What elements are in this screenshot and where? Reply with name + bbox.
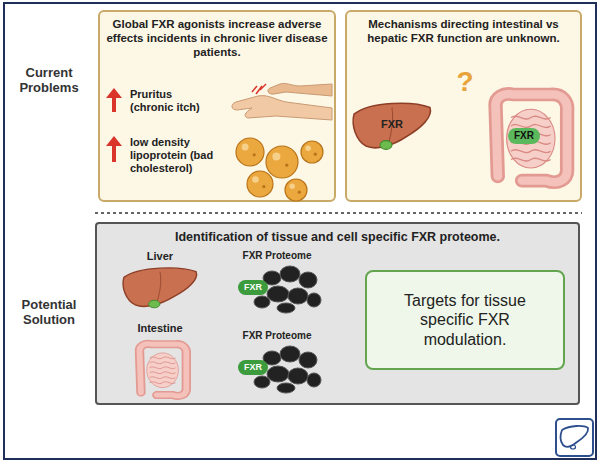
node-heading: Liver — [110, 250, 210, 263]
node-heading: Global FXR agonists increase adverse eff… — [106, 18, 328, 59]
proteome-cluster: FXR ProteomeFXR — [232, 330, 322, 392]
divider-line — [95, 212, 582, 214]
intestine-organ: Intestine — [110, 322, 210, 400]
logo-icon — [556, 419, 593, 456]
outer-frame — [4, 3, 596, 459]
node-heading: Identification of tissue and cell specif… — [97, 230, 578, 245]
target-box: Targets for tissue specific FXR modulati… — [365, 270, 565, 370]
intestine-organ: FXR — [478, 82, 575, 192]
node-text: low density lipoprotein (bad cholesterol… — [130, 136, 228, 176]
node-text: FXR — [238, 360, 268, 375]
liver-organ: Liver — [110, 250, 210, 310]
node-heading: FXR Proteome — [232, 250, 322, 262]
node-heading: FXR — [381, 118, 403, 131]
node-heading: Intestine — [110, 322, 210, 335]
problem-box: Global FXR agonists increase adverse eff… — [98, 10, 336, 202]
solution-panel: Identification of tissue and cell specif… — [95, 222, 580, 405]
liver-organ: FXR — [352, 95, 432, 155]
node-text: Pruritus (chronic itch) — [130, 88, 210, 114]
row-label: Potential Solution — [8, 298, 90, 328]
node-heading: FXR Proteome — [232, 330, 322, 342]
proteome-cluster: FXR ProteomeFXR — [232, 250, 322, 312]
node-heading: Mechanisms directing intestinal vs hepat… — [353, 18, 574, 46]
problem-box: Mechanisms directing intestinal vs hepat… — [345, 10, 582, 202]
node-text: FXR — [238, 280, 268, 295]
node-heading: FXR — [508, 128, 540, 144]
node-heading: Targets for tissue specific FXR modulati… — [377, 291, 553, 349]
question-mark: ? — [452, 66, 478, 98]
row-label: Current Problems — [8, 66, 90, 96]
